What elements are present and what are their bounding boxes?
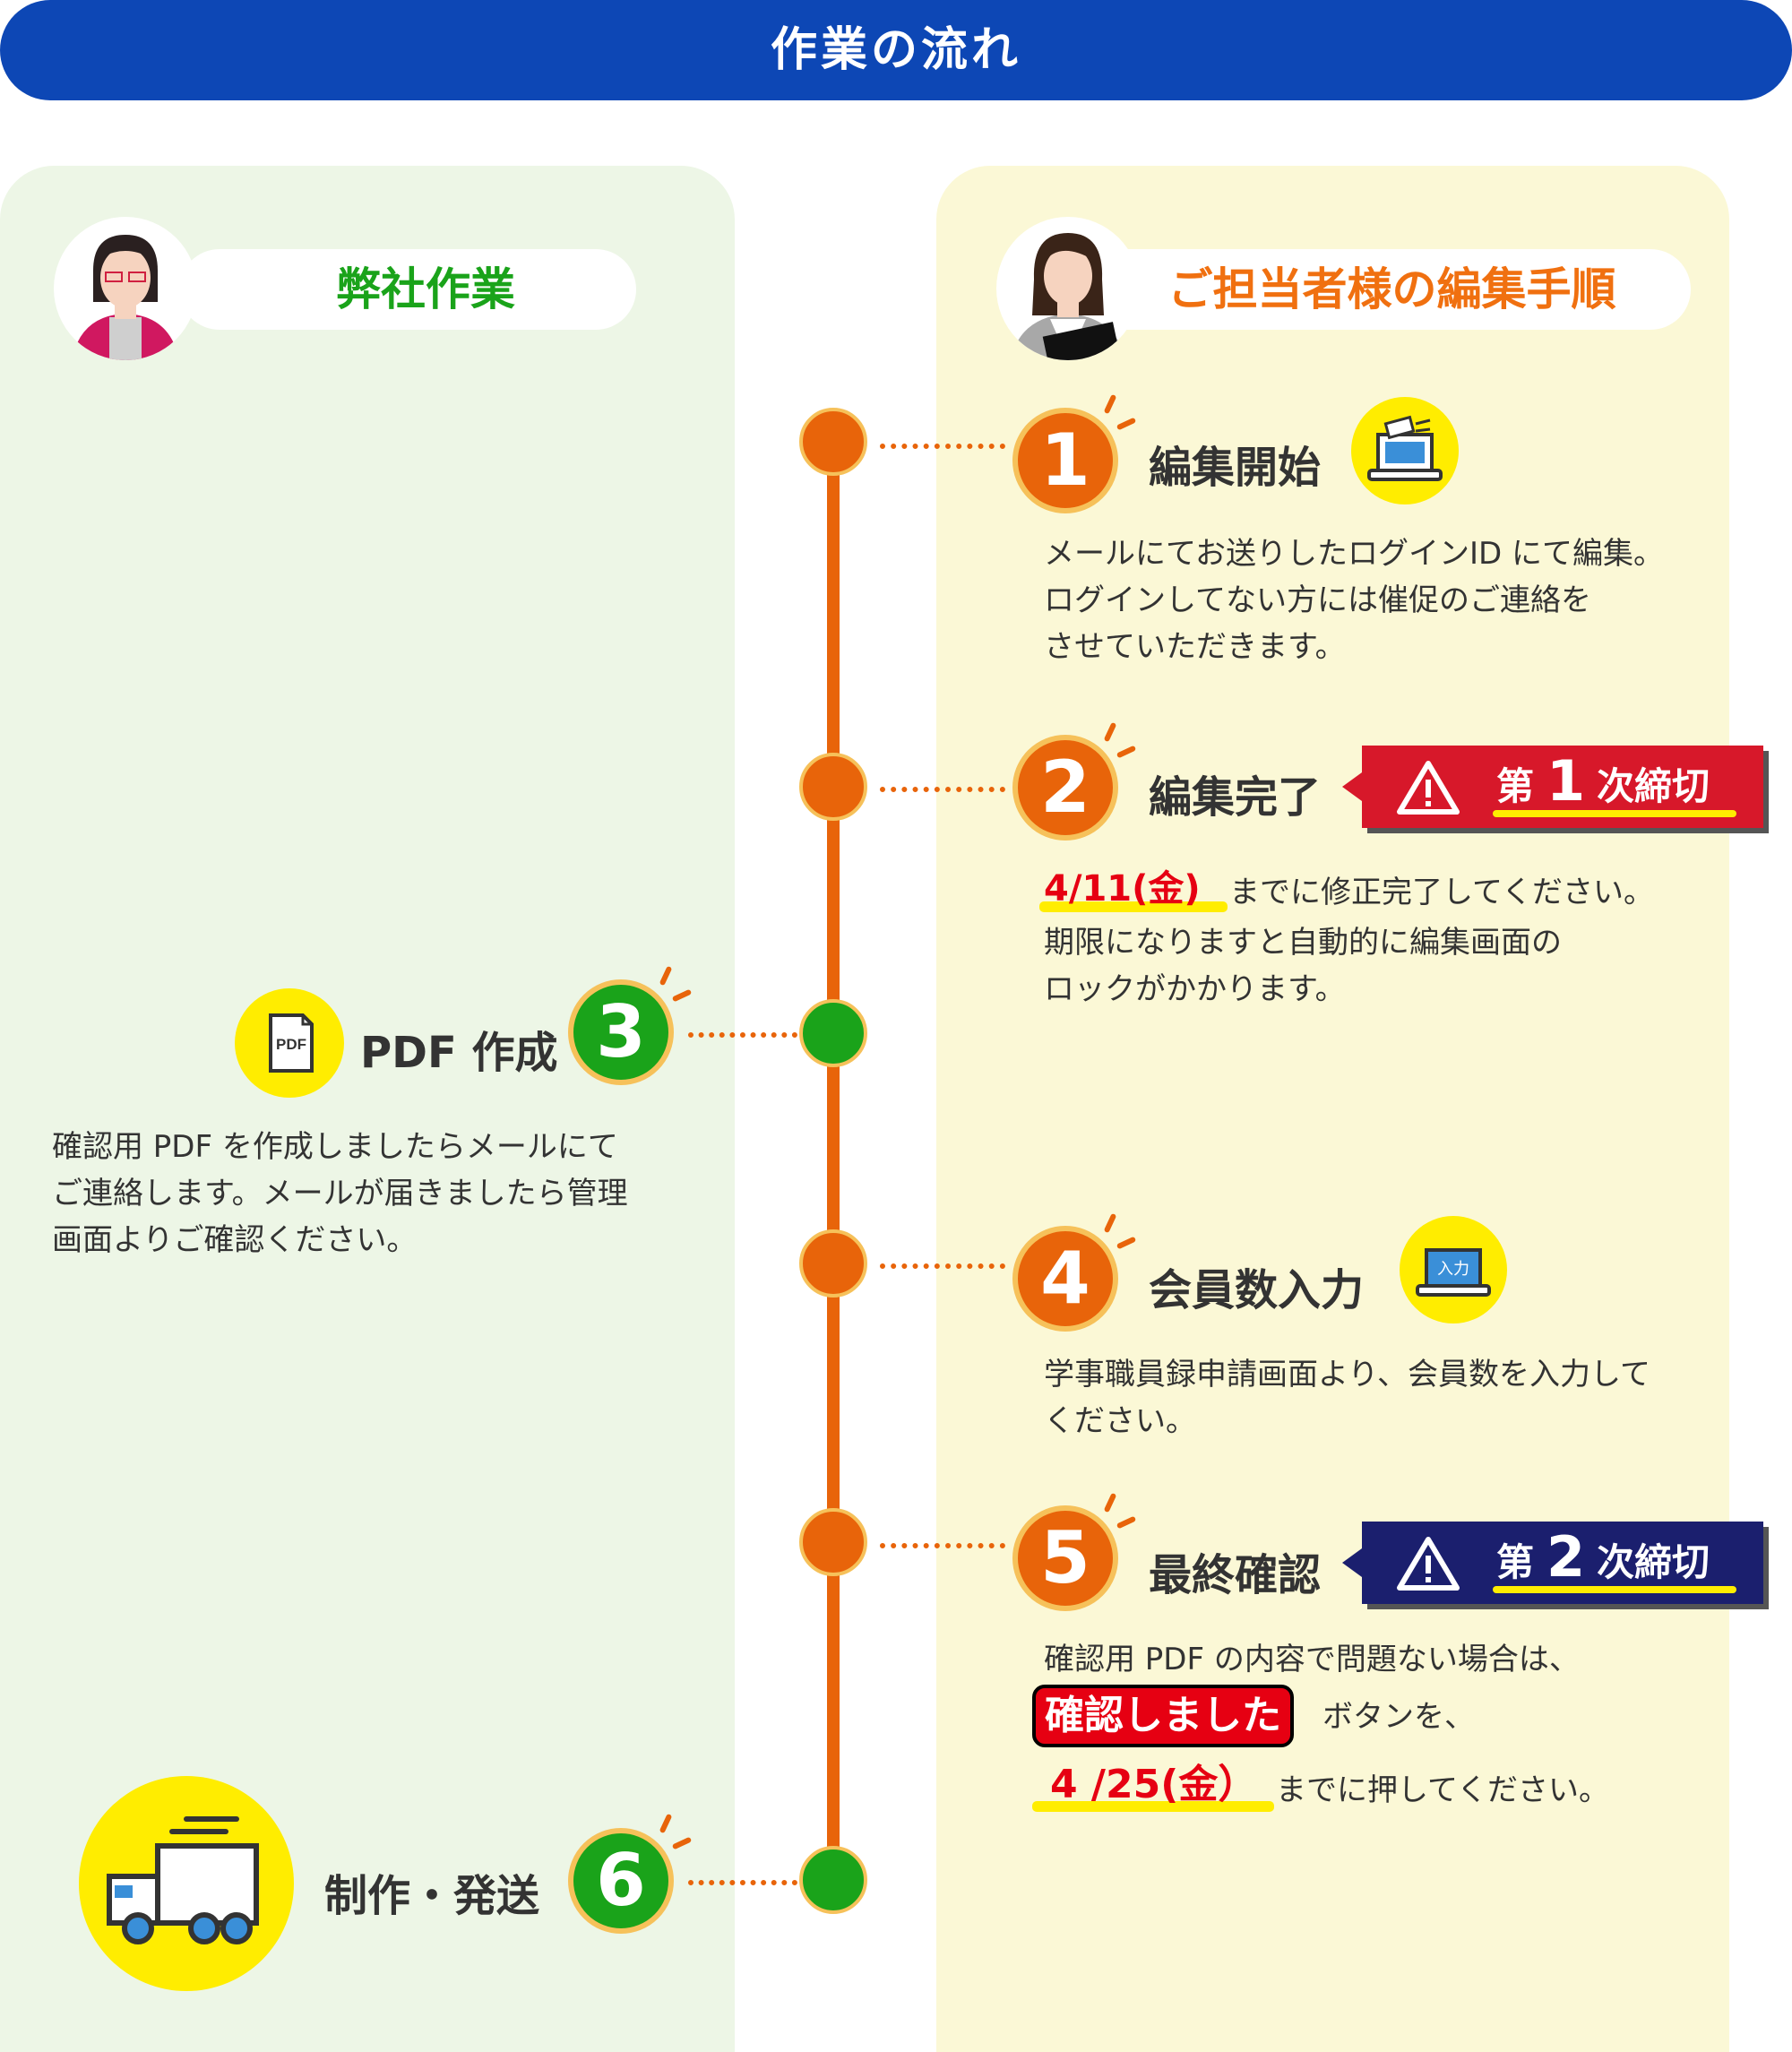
timeline-node-2 bbox=[799, 753, 867, 821]
laptop-input-label: 入力 bbox=[1437, 1260, 1469, 1279]
timeline-line bbox=[827, 444, 840, 1882]
connector-4 bbox=[880, 1263, 1005, 1269]
connector-6 bbox=[688, 1880, 797, 1885]
step-5-date: 4 /25(金） bbox=[1050, 1762, 1258, 1807]
laptop-edit-icon bbox=[1351, 397, 1459, 504]
step-2-line-2: 期限になりますと自動的に編集画面の bbox=[1044, 925, 1562, 961]
date-underline bbox=[1039, 901, 1228, 912]
step-3-line-2: ご連絡します。メールが届きましたら管理 bbox=[52, 1176, 628, 1211]
step-1-line-2: ログインしてない方には催促のご連絡を bbox=[1044, 582, 1591, 618]
deadline-1-post: 次締切 bbox=[1597, 764, 1710, 808]
deadline-2-pointer bbox=[1342, 1548, 1362, 1577]
step-2-date: 4/11(金) bbox=[1044, 868, 1201, 910]
connector-1 bbox=[880, 444, 1005, 449]
our-work-heading: 弊社作業 bbox=[179, 249, 636, 330]
step-3-title: PDF 作成 bbox=[360, 1028, 558, 1078]
timeline-node-1 bbox=[799, 408, 867, 476]
step-5-line-2: ボタンを、 bbox=[1322, 1699, 1475, 1735]
step-3-line-1: 確認用 PDF を作成しましたらメールにて bbox=[52, 1129, 618, 1165]
timeline-node-6 bbox=[799, 1846, 867, 1914]
deadline-1-num: 1 bbox=[1546, 748, 1586, 814]
warning-icon bbox=[1397, 761, 1460, 815]
step-4-title: 会員数入力 bbox=[1149, 1265, 1365, 1315]
connector-3 bbox=[688, 1032, 797, 1038]
step-5-badge: 5 bbox=[1012, 1505, 1118, 1611]
step-6-title: 制作・発送 bbox=[324, 1871, 540, 1921]
connector-5 bbox=[880, 1543, 1005, 1548]
timeline-node-5 bbox=[799, 1508, 867, 1576]
step-3-badge: 3 bbox=[568, 979, 674, 1085]
staff-avatar-icon bbox=[54, 217, 197, 360]
step-1-line-1: メールにてお送りしたログインID にて編集。 bbox=[1044, 536, 1664, 572]
step-1-line-3: させていただきます。 bbox=[1044, 629, 1346, 665]
our-work-column bbox=[0, 166, 735, 2052]
deadline-1-badge: 第 1 次締切 bbox=[1342, 746, 1763, 828]
deadline-1-pre: 第 bbox=[1496, 764, 1535, 808]
page-title-banner: 作業の流れ bbox=[0, 0, 1792, 100]
step-1-title: 編集開始 bbox=[1149, 443, 1322, 493]
deadline-2-badge: 第 2 次締切 bbox=[1342, 1522, 1763, 1604]
connector-2 bbox=[880, 787, 1005, 792]
step-5-title: 最終確認 bbox=[1149, 1550, 1322, 1600]
client-avatar-icon bbox=[996, 217, 1140, 360]
pdf-icon: PDF bbox=[235, 988, 344, 1098]
deadline-2-pre: 第 bbox=[1496, 1540, 1535, 1584]
step-1-badge: 1 bbox=[1012, 408, 1118, 513]
timeline-node-4 bbox=[799, 1229, 867, 1298]
truck-icon bbox=[79, 1776, 294, 1991]
client-steps-heading: ご担当者様の編集手順 bbox=[1057, 249, 1691, 330]
date-underline bbox=[1032, 1801, 1274, 1812]
confirmed-button: 確認しました bbox=[1032, 1685, 1294, 1747]
deadline-2-num: 2 bbox=[1546, 1524, 1586, 1590]
deadline-2-underline bbox=[1493, 1586, 1736, 1593]
laptop-input-icon: 入力 bbox=[1400, 1216, 1507, 1323]
step-5-line-1: 確認用 PDF の内容で問題ない場合は、 bbox=[1044, 1642, 1580, 1677]
step-4-line-1: 学事職員録申請画面より、会員数を入力して bbox=[1044, 1357, 1650, 1392]
step-2-line-1: までに修正完了してください。 bbox=[1229, 875, 1654, 910]
step-2-title: 編集完了 bbox=[1149, 772, 1322, 823]
step-4-line-2: ください。 bbox=[1044, 1403, 1196, 1439]
deadline-2-post: 次締切 bbox=[1597, 1540, 1710, 1584]
warning-icon bbox=[1397, 1537, 1460, 1591]
step-2-line-3: ロックがかかります。 bbox=[1044, 971, 1346, 1007]
deadline-1-underline bbox=[1493, 810, 1736, 817]
timeline-node-3 bbox=[799, 999, 867, 1067]
pdf-icon-label: PDF bbox=[276, 1036, 306, 1053]
step-5-line-3: までに押してください。 bbox=[1276, 1772, 1609, 1808]
step-6-badge: 6 bbox=[568, 1828, 674, 1934]
step-2-badge: 2 bbox=[1012, 735, 1118, 841]
step-3-line-3: 画面よりご確認ください。 bbox=[52, 1222, 418, 1258]
step-4-badge: 4 bbox=[1012, 1226, 1118, 1332]
deadline-1-pointer bbox=[1342, 772, 1362, 801]
